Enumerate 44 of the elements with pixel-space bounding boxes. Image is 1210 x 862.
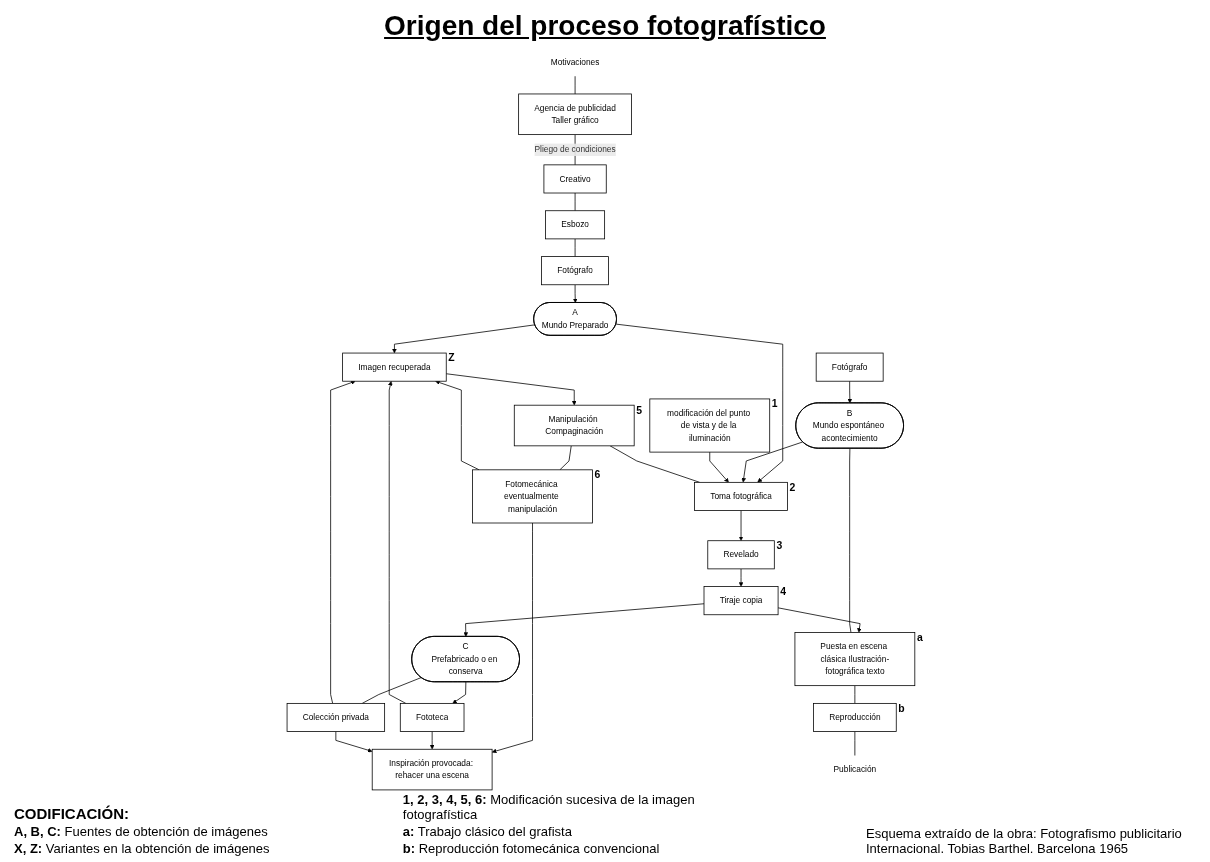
connector [854,731,856,756]
node-text: Motivaciones [550,57,600,67]
node-box: Inspiración provocada: rehacer una escena [371,748,493,791]
callout-letter: 6 [594,469,601,481]
key-heading: CODIFICACIÓN: [14,805,130,822]
edge-label: Pliego de condiciones [534,145,616,154]
connector [574,192,576,212]
callout-letter: a [916,631,923,643]
connector [854,685,856,704]
callout-letter: 3 [776,540,783,552]
key-entry: A, B, C: Fuentes de obtención de imágenes [14,824,269,839]
connector [559,445,572,471]
node-box: Fotomecánica eventualmente manipulación [472,469,593,524]
key-entry: X, Z: Variantes en la obtención de imágenes [14,841,270,856]
node-box: Tiraje copia [703,586,779,616]
node-box: Colección privada [286,703,386,732]
connector [574,238,576,257]
callout-letter: 1 [771,398,778,410]
node-box: Toma fotográfica [694,481,788,511]
node-box: modificación del punto de vista y de la iluminación [649,398,771,453]
callout-letter: 5 [636,404,643,416]
key-entry: a: Trabajo clásico del grafista [402,824,573,839]
node-box: Creativo [543,164,607,194]
callout-letter: 2 [789,481,796,493]
node-box: Imagen recuperada [342,352,447,382]
node-box: Esbozo [545,210,605,240]
node-box: Fotógrafo [541,256,609,286]
diagram-title: Origen del proceso fotografístico [383,10,827,42]
node-box: Fotógrafo [815,352,884,382]
node-box: Puesta en escena clásica Ilustración-fotográfica texto [794,632,916,687]
callout-letter: Z [448,352,455,364]
connector [361,677,422,704]
node-box: Fototeca [399,703,465,732]
source-caption: Esquema extraído de la obra: Fotografismo publicitario Internacional. Tobias Barthel. Barcelona 1965 [866,826,1183,856]
connector [574,75,576,95]
connector [849,448,852,633]
node-box: Revelado [707,540,775,570]
node-box: Reproducción [813,703,897,732]
node-text: Publicación [833,764,877,774]
callout-letter: b [898,702,905,714]
node-box: Agencia de publicidad Taller gráfico [518,93,632,135]
node-box: Manipulación Compaginación [513,404,635,447]
key-entry: b: Reproducción fotomecánica convencional [402,841,661,856]
callout-letter: 4 [780,585,786,597]
